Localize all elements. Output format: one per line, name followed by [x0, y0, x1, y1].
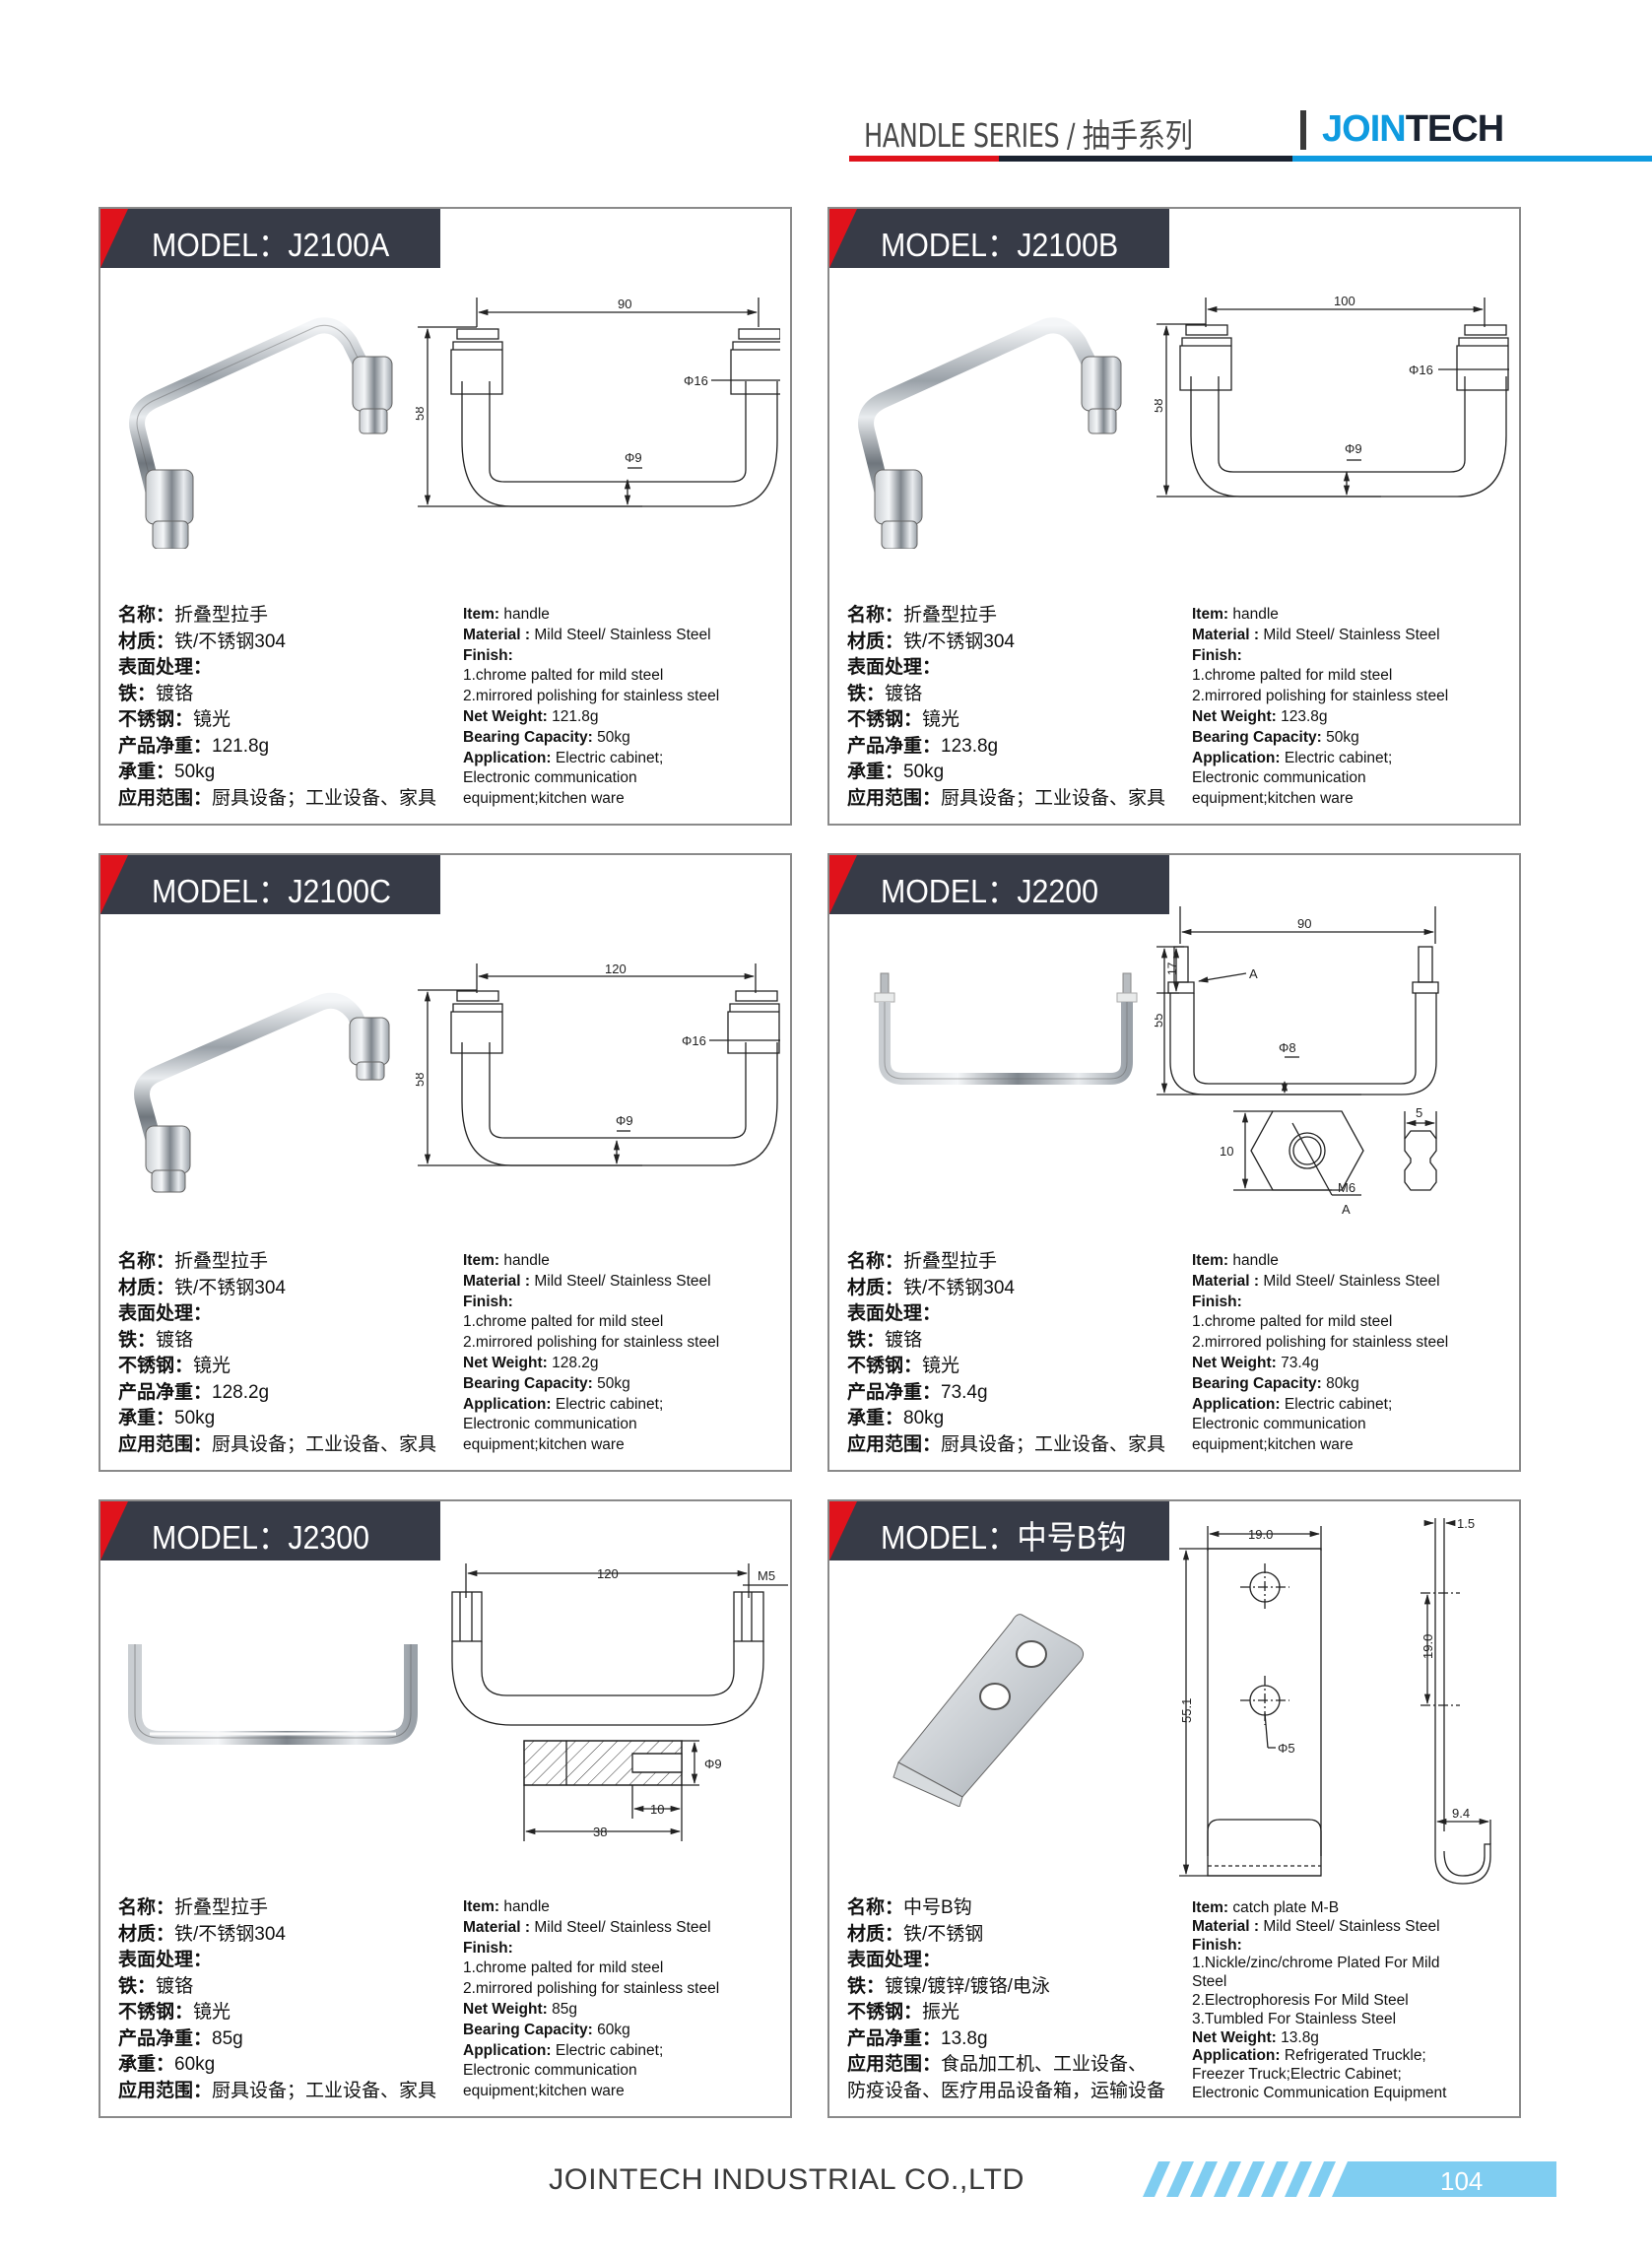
svg-text:Φ9: Φ9 — [616, 1113, 633, 1128]
svg-text:Φ16: Φ16 — [684, 373, 708, 388]
svg-text:Φ5: Φ5 — [1278, 1741, 1295, 1756]
svg-text:M6: M6 — [1338, 1180, 1355, 1195]
model-title: MODEL：J2300 — [152, 1519, 370, 1556]
model-title: MODEL：J2100A — [152, 227, 390, 263]
svg-text:19.0: 19.0 — [1248, 1527, 1273, 1542]
header-divider — [1300, 110, 1306, 150]
svg-text:Φ9: Φ9 — [1345, 441, 1362, 456]
page-number: 104 — [1440, 2166, 1484, 2196]
model-title: MODEL：J2100B — [881, 227, 1119, 263]
header-bar-navy — [999, 156, 1292, 162]
model-title: MODEL：中号B钩 — [881, 1519, 1127, 1556]
product-photo — [134, 992, 390, 1193]
technical-drawing: 90 58 Φ16 Φ9 — [416, 297, 780, 507]
product-card-j2300: MODEL：J2300 120 M5 Φ9 10 — [99, 1499, 792, 2118]
series-title: HANDLE SERIES / 抽手系列 — [864, 116, 1193, 155]
svg-text:Φ8: Φ8 — [1279, 1040, 1296, 1055]
svg-text:55.1: 55.1 — [1179, 1698, 1194, 1723]
spec-chinese: 名称：折叠型拉手 材质：铁/不锈钢304 表面处理： 铁：镀铬 不锈钢：镜光 产… — [118, 605, 437, 809]
svg-text:17: 17 — [1165, 962, 1179, 975]
model-banner: MODEL：J2100B — [829, 209, 1169, 268]
spec-english: Item: handle Material : Mild Steel/ Stai… — [463, 606, 720, 808]
product-photo — [874, 972, 1138, 1085]
technical-drawing: 19.0 55.1 Φ5 1.5 19.0 9.4 — [1179, 1516, 1491, 1885]
spec-english: Item: handle Material : Mild Steel/ Stai… — [1192, 606, 1449, 808]
svg-text:5: 5 — [1416, 1105, 1422, 1120]
svg-text:10: 10 — [650, 1802, 664, 1817]
technical-drawing: 100 58 Φ16 Φ9 — [1155, 294, 1509, 498]
svg-text:Φ16: Φ16 — [1409, 363, 1433, 377]
spec-english: Item: handle Material : Mild Steel/ Stai… — [463, 1898, 720, 2100]
page-header: HANDLE SERIES / 抽手系列 JOINTECH — [849, 106, 1652, 166]
header-bar-blue — [1292, 156, 1652, 162]
product-photo — [128, 1644, 418, 1745]
product-photo — [892, 1614, 1085, 1807]
svg-text:Φ16: Φ16 — [682, 1033, 706, 1048]
product-card-j2100a: MODEL：J2100A 90 58 Φ16 Φ9 名称：折叠型拉手 材质：铁/… — [99, 207, 792, 826]
company-name: JOINTECH INDUSTRIAL CO.,LTD — [549, 2163, 1025, 2196]
spec-english: Item: catch plate M-B Material : Mild St… — [1192, 1899, 1447, 2101]
product-card-j2100c: MODEL：J2100C 120 58 Φ16 Φ9 名称：折叠型拉手 材质：铁… — [99, 853, 792, 1472]
svg-text:10: 10 — [1220, 1144, 1233, 1159]
svg-text:90: 90 — [1297, 916, 1311, 931]
technical-drawing: 120 M5 Φ9 10 38 — [451, 1563, 788, 1841]
svg-text:90: 90 — [618, 297, 631, 311]
header-bar-red — [849, 156, 999, 162]
svg-text:38: 38 — [593, 1825, 607, 1839]
svg-text:58: 58 — [416, 407, 427, 421]
model-title: MODEL：J2100C — [152, 873, 391, 909]
svg-text:19.0: 19.0 — [1421, 1634, 1435, 1659]
svg-text:58: 58 — [416, 1073, 427, 1087]
svg-text:A: A — [1342, 1202, 1351, 1217]
spec-chinese: 名称：折叠型拉手 材质：铁/不锈钢304 表面处理： 铁：镀铬 不锈钢：镜光 产… — [118, 1251, 437, 1455]
model-banner: MODEL：J2200 — [829, 855, 1169, 914]
svg-text:100: 100 — [1334, 294, 1355, 308]
product-card-j2100b: MODEL：J2100B 100 58 Φ16 Φ9 名称：折叠型拉手 材质：铁… — [827, 207, 1521, 826]
brand-logo: JOINTECH — [1322, 108, 1504, 150]
svg-text:120: 120 — [605, 963, 627, 976]
svg-text:55: 55 — [1155, 1014, 1165, 1028]
model-title: MODEL：J2200 — [881, 873, 1099, 909]
product-card-j2200: MODEL：J2200 — [827, 853, 1521, 1472]
svg-text:58: 58 — [1155, 399, 1165, 413]
svg-text:Φ9: Φ9 — [625, 450, 642, 465]
spec-chinese: 名称：折叠型拉手 材质：铁/不锈钢304 表面处理： 铁：镀铬 不锈钢：镜光 产… — [118, 1897, 437, 2101]
product-card-catch-plate-mb: MODEL：中号B钩 — [827, 1499, 1521, 2118]
svg-text:M5: M5 — [758, 1568, 775, 1583]
svg-text:120: 120 — [597, 1566, 619, 1581]
product-photo — [858, 317, 1122, 549]
technical-drawing: 90 55 17 A Φ8 10 5 M6 A — [1155, 906, 1439, 1217]
spec-chinese: 名称：折叠型拉手 材质：铁/不锈钢304 表面处理： 铁：镀铬 不锈钢：镜光 产… — [847, 1251, 1166, 1455]
spec-chinese: 名称：中号B钩 材质：铁/不锈钢 表面处理： 铁：镀镍/镀锌/镀铬/电泳 不锈钢… — [847, 1897, 1166, 2101]
svg-text:A: A — [1249, 966, 1258, 981]
model-banner: MODEL：J2100A — [100, 209, 440, 268]
spec-chinese: 名称：折叠型拉手 材质：铁/不锈钢304 表面处理： 铁：镀铬 不锈钢：镜光 产… — [847, 605, 1166, 809]
technical-drawing: 120 58 Φ16 Φ9 — [416, 963, 780, 1166]
product-photo — [129, 317, 393, 549]
model-banner: MODEL：J2300 — [100, 1501, 440, 1560]
model-banner: MODEL：中号B钩 — [829, 1501, 1169, 1560]
model-banner: MODEL：J2100C — [100, 855, 440, 914]
svg-text:Φ9: Φ9 — [704, 1757, 722, 1771]
spec-english: Item: handle Material : Mild Steel/ Stai… — [1192, 1252, 1449, 1454]
svg-text:9.4: 9.4 — [1452, 1806, 1470, 1821]
spec-english: Item: handle Material : Mild Steel/ Stai… — [463, 1252, 720, 1454]
footer-stripe-bar — [1143, 2161, 1556, 2197]
svg-text:1.5: 1.5 — [1457, 1516, 1475, 1531]
